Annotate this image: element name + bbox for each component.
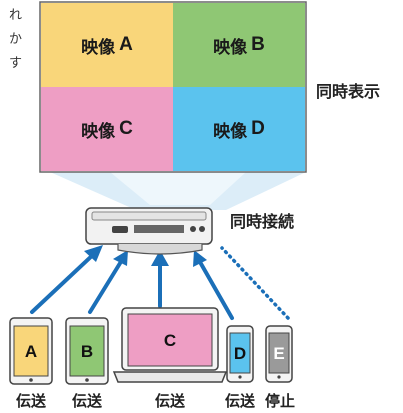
phone-d-button bbox=[238, 375, 242, 379]
device-c-caption: 伝送 bbox=[154, 392, 185, 410]
panel-b-text: 映像 bbox=[213, 37, 248, 58]
phone-d-letter: D bbox=[234, 344, 246, 363]
panel-d-text: 映像 bbox=[213, 121, 248, 142]
tablet-a-button bbox=[29, 378, 33, 382]
device-e-phone: E bbox=[265, 325, 293, 383]
tablet-b-screen bbox=[69, 325, 105, 377]
device-c-laptop: C bbox=[112, 307, 228, 383]
phone-e-screen bbox=[268, 332, 290, 374]
arrow-b bbox=[88, 258, 124, 314]
arrow-a bbox=[30, 250, 98, 314]
arrow-a-head bbox=[84, 245, 103, 262]
device-a-caption: 伝送 bbox=[15, 392, 46, 410]
device-b-caption: 伝送 bbox=[71, 392, 102, 410]
laptop-base bbox=[112, 371, 228, 383]
projector-button bbox=[199, 226, 205, 232]
phone-e-button bbox=[277, 375, 281, 379]
projector-base bbox=[117, 244, 203, 255]
device-b-tablet: B bbox=[65, 317, 109, 385]
device-d-phone: D bbox=[226, 325, 254, 383]
laptop-screen bbox=[127, 313, 213, 367]
projector-ports bbox=[134, 225, 184, 233]
projector-button bbox=[190, 226, 196, 232]
phone-d-screen bbox=[229, 332, 251, 374]
side-text-line: れ bbox=[8, 8, 22, 23]
arrow-b-head bbox=[113, 250, 128, 266]
panel-a-text: 映像 bbox=[81, 37, 116, 58]
tablet-b-letter: B bbox=[81, 342, 93, 361]
phone-e-letter: E bbox=[273, 344, 284, 363]
panel-a-letter: A bbox=[119, 34, 133, 55]
panel-c-letter: C bbox=[119, 118, 133, 139]
simultaneous-connection-label: 同時接続 bbox=[230, 212, 295, 231]
panel-b-letter: B bbox=[251, 34, 265, 55]
simultaneous-display-label: 同時表示 bbox=[316, 82, 381, 101]
tablet-a-screen bbox=[13, 325, 49, 377]
arrow-d-head bbox=[193, 250, 207, 267]
tablet-a-letter: A bbox=[25, 342, 37, 361]
device-e-caption: 停止 bbox=[264, 392, 295, 410]
arrow-d bbox=[198, 260, 234, 320]
laptop-letter: C bbox=[164, 331, 176, 350]
cropped-side-text: れ か す bbox=[0, 4, 22, 76]
projector-lens bbox=[112, 226, 128, 233]
arrow-e-dotted bbox=[220, 246, 290, 320]
device-d-caption: 伝送 bbox=[224, 392, 255, 410]
panel-c-text: 映像 bbox=[81, 121, 116, 142]
device-a-tablet: A bbox=[9, 317, 53, 385]
tablet-b-button bbox=[85, 378, 89, 382]
side-text-line: す bbox=[8, 56, 22, 71]
projector bbox=[85, 207, 213, 255]
arrow-c-head bbox=[151, 250, 169, 266]
panel-d-letter: D bbox=[251, 118, 265, 139]
projection-beam-glow bbox=[110, 172, 246, 205]
transmission-arrows bbox=[30, 245, 234, 320]
projector-top-panel bbox=[91, 211, 207, 221]
side-text-line: か bbox=[8, 32, 22, 47]
